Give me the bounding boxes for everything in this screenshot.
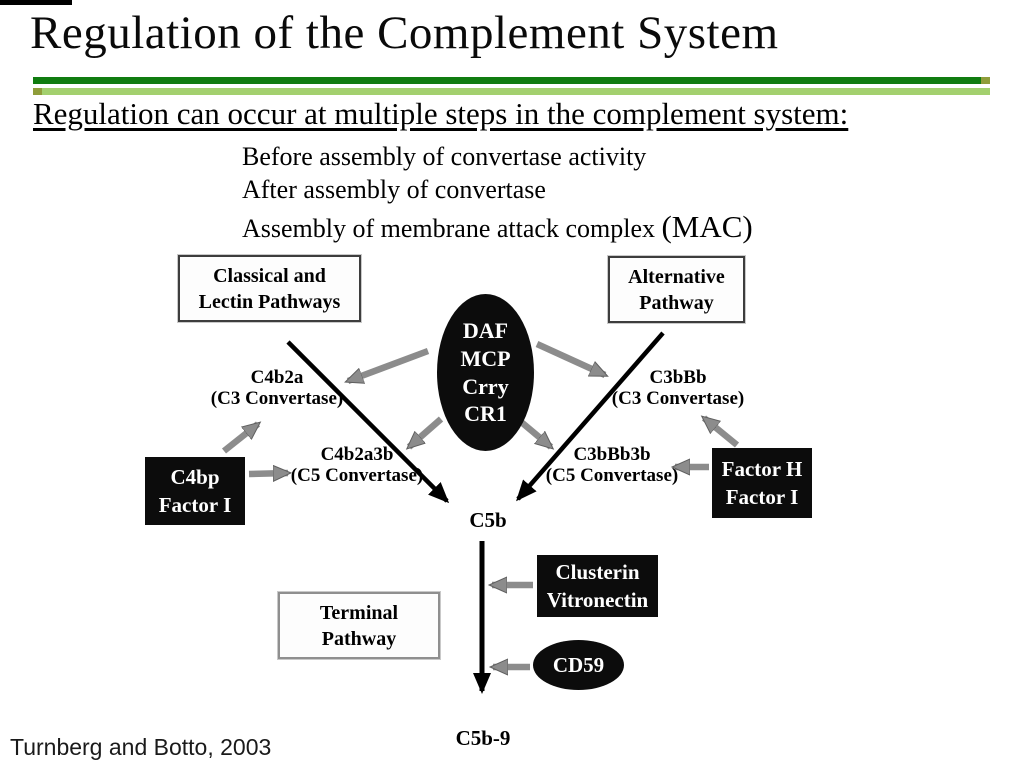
alternative-c3-line2: (C3 Convertase)	[611, 388, 745, 410]
bullet-before-assembly: Before assembly of convertase activity	[242, 142, 647, 171]
clusterin-line2: Vitronectin	[546, 588, 649, 612]
box-clusterin-vitronectin: Clusterin Vitronectin	[537, 555, 658, 617]
divider-olive-cap-right	[981, 77, 990, 84]
label-classical-c5-convertase: C4b2a3b (C5 Convertase)	[291, 444, 423, 487]
cd59-label: CD59	[552, 652, 605, 677]
box-classical-lectin-pathways: Classical and Lectin Pathways	[178, 255, 361, 322]
box-terminal-line2: Pathway	[321, 627, 397, 650]
box-factor-h-factor-i: Factor H Factor I	[712, 448, 812, 518]
classical-c5-line1: C4b2a3b	[320, 444, 394, 465]
central-regulator-mcp: MCP	[460, 345, 511, 371]
box-classical-line2: Lectin Pathways	[198, 290, 341, 313]
central-regulator-crry: Crry	[462, 373, 509, 399]
box-alternative-line2: Pathway	[639, 291, 714, 314]
citation-text: Turnberg and Botto, 2003	[10, 734, 272, 760]
clusterin-line1: Clusterin	[555, 559, 640, 584]
classical-c5-line2: (C5 Convertase)	[290, 465, 424, 487]
alternative-c5-line2: (C5 Convertase)	[545, 465, 679, 487]
bullet-mac-suffix: (MAC)	[661, 209, 753, 244]
box-classical-line1: Classical and	[213, 264, 326, 287]
arrow-c4bp-to-classical-c5	[248, 473, 288, 474]
factorh-line1: Factor H	[721, 456, 803, 481]
box-alternative-line1: Alternative	[628, 265, 725, 288]
slide-title: Regulation of the Complement System	[30, 7, 779, 59]
arrow-central-to-classical-c3	[348, 347, 430, 385]
arrow-central-to-alternative-c3	[535, 341, 605, 378]
c4bp-line1: C4bp	[170, 464, 220, 489]
label-alternative-c3-convertase: C3bBb (C3 Convertase)	[612, 367, 744, 410]
box-terminal-pathway: Terminal Pathway	[278, 592, 440, 659]
divider-dark-green	[33, 77, 990, 84]
label-c5b: C5b	[469, 508, 507, 532]
bullet-mac-prefix: Assembly of membrane attack complex	[242, 214, 662, 243]
label-c5b-9: C5b-9	[455, 726, 511, 750]
label-alternative-c5-convertase: C3bBb3b (C5 Convertase)	[546, 444, 678, 487]
slide-heading: Regulation can occur at multiple steps i…	[33, 96, 849, 131]
ellipse-cd59: CD59	[533, 640, 624, 690]
factorh-line2: Factor I	[725, 485, 799, 509]
arrow-c4bp-to-classical-c3	[221, 424, 258, 454]
ellipse-central-regulators: DAF MCP Crry CR1	[437, 294, 534, 451]
central-regulator-cr1: CR1	[464, 401, 507, 427]
box-terminal-line1: Terminal	[319, 601, 399, 624]
divider-light-green	[33, 88, 990, 95]
classical-c3-line2: (C3 Convertase)	[210, 388, 344, 410]
divider-olive-cap-left	[33, 88, 42, 95]
box-c4bp-factor-i: C4bp Factor I	[145, 457, 245, 525]
alternative-c3-line1: C3bBb	[649, 367, 707, 388]
central-regulator-daf: DAF	[462, 317, 509, 343]
c4bp-line2: Factor I	[158, 493, 232, 517]
classical-c3-line1: C4b2a	[250, 367, 304, 388]
alternative-c5-line1: C3bBb3b	[573, 444, 651, 465]
bullet-after-assembly: After assembly of convertase	[242, 175, 546, 204]
box-alternative-pathway: Alternative Pathway	[608, 256, 745, 323]
bullet-mac-assembly: Assembly of membrane attack complex (MAC…	[242, 209, 753, 245]
label-classical-c3-convertase: C4b2a (C3 Convertase)	[211, 367, 343, 410]
top-left-corner-mark	[0, 0, 72, 5]
arrow-factorh-to-alternative-c3	[704, 418, 740, 448]
